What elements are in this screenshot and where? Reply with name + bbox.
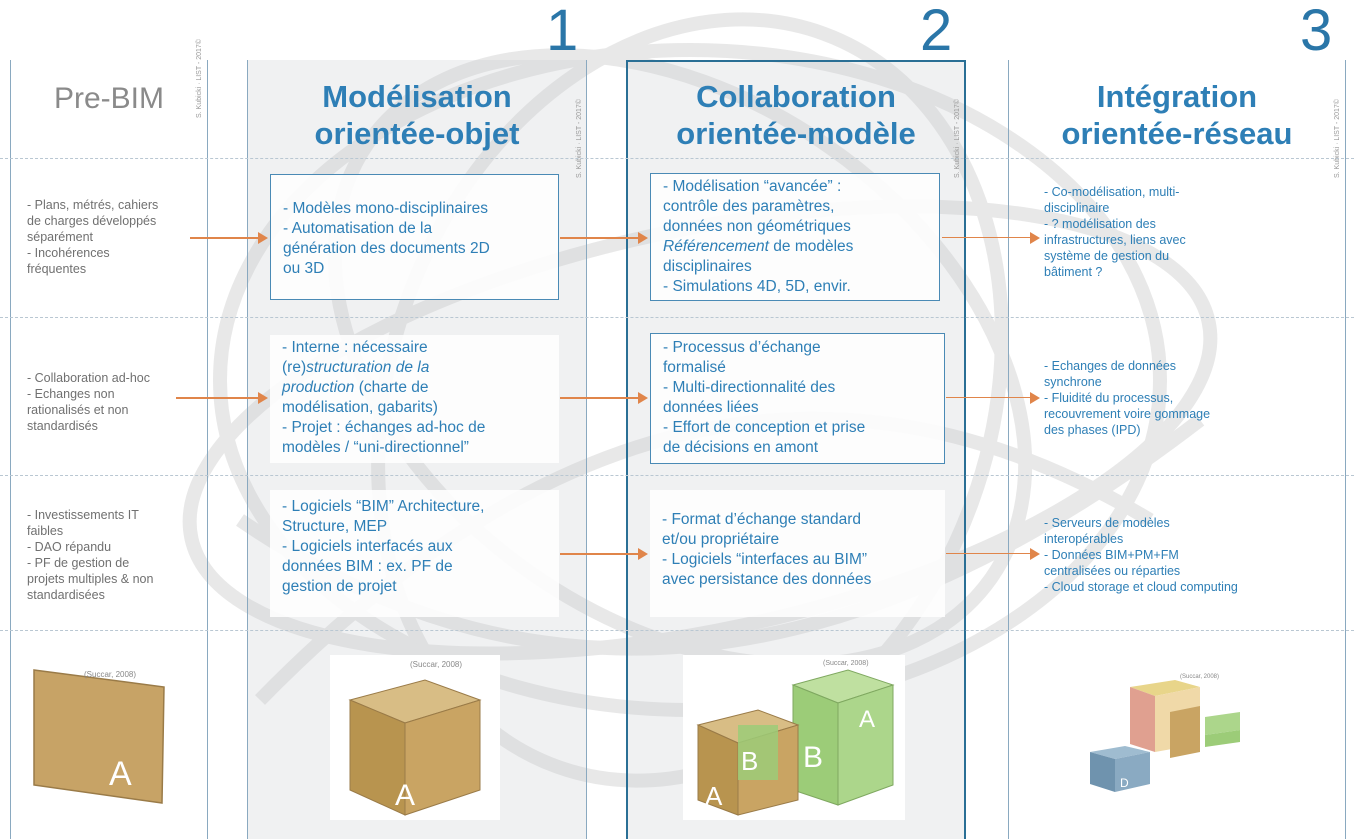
column-integration: [1008, 60, 1346, 839]
credit-text: S. Kubicki · LIST - 2017©: [954, 99, 961, 178]
arrow-row2-c: [946, 392, 1040, 404]
header-pre-bim: Pre-BIM: [53, 82, 164, 115]
integration-row1: - Co-modélisation, multi-disciplinaire- …: [1044, 185, 1186, 279]
flat-square-a-image: A (Succar, 2008): [33, 669, 165, 804]
arrow-row1-b: [560, 232, 648, 244]
cube-a-image: A (Succar, 2008): [348, 660, 482, 816]
letter-a: A: [705, 781, 723, 811]
network-blocks-image: D (Succar, 2008): [1090, 674, 1240, 792]
arrow-row3-b: [560, 548, 648, 560]
letter-a: A: [109, 755, 132, 793]
collaboration-row1-box: - Modélisation “avancée” :contrôle des p…: [650, 173, 940, 301]
header-collaboration: Collaboration orientée-modèle: [676, 79, 916, 151]
row-separator: [0, 158, 1354, 159]
modelisation-row1-box: - Modèles mono-disciplinaires- Automatis…: [270, 174, 559, 300]
letter-a: A: [395, 779, 415, 812]
arrow-row1-c: [942, 232, 1040, 244]
credit-text: S. Kubicki · LIST - 2017©: [1334, 99, 1341, 178]
letter-b: B: [741, 746, 758, 776]
modelisation-row2-box: - Interne : nécessaire(re)structuration …: [270, 335, 559, 463]
integration-image: D (Succar, 2008): [1080, 672, 1265, 802]
letter-a: A: [859, 706, 875, 733]
succar-label: (Succar, 2008): [410, 660, 462, 669]
row-separator: [0, 475, 1354, 476]
column-pre-bim: [10, 60, 208, 839]
pre-bim-image: A (Succar, 2008): [24, 655, 182, 813]
modelisation-row3-box: - Logiciels “BIM” Architecture,Structure…: [270, 490, 559, 617]
header-integration: Intégration orientée-réseau: [1061, 79, 1293, 151]
credit-text: S. Kubicki · LIST - 2017©: [576, 99, 583, 178]
credit-text: S. Kubicki · LIST - 2017©: [196, 39, 203, 118]
column-number-3: 3: [1300, 0, 1333, 63]
letter-d: D: [1120, 776, 1129, 790]
modelisation-image: A (Succar, 2008): [330, 655, 500, 820]
collaboration-image: A B B A (Succar, 2008): [683, 655, 905, 820]
letter-b: B: [803, 741, 823, 774]
arrow-row2-b: [560, 392, 648, 404]
row-separator: [0, 317, 1354, 318]
arrow-row3-c: [946, 548, 1040, 560]
cubes-ab-image: A B B A (Succar, 2008): [696, 660, 895, 816]
succar-label: (Succar, 2008): [84, 670, 136, 679]
column-number-1: 1: [546, 0, 579, 63]
succar-label: (Succar, 2008): [1180, 674, 1219, 680]
succar-label: (Succar, 2008): [823, 660, 869, 667]
arrow-row2-a: [176, 392, 268, 404]
header-modelisation: Modélisation orientée-objet: [314, 79, 520, 151]
row-separator: [0, 630, 1354, 631]
arrow-row1-a: [190, 232, 268, 244]
column-number-2: 2: [920, 0, 953, 63]
